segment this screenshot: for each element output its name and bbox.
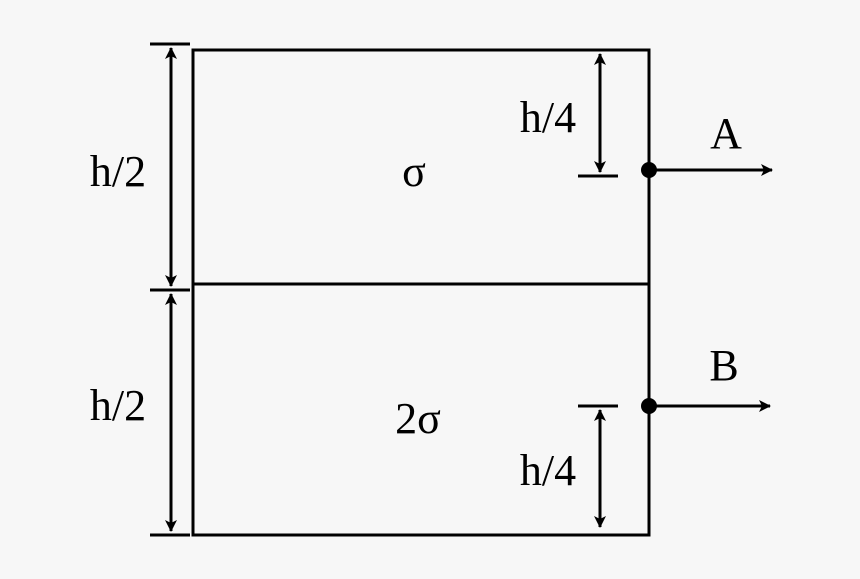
upper-quarter-label: h/4 [520,93,576,142]
upper-quarter-dimension [578,53,618,178]
lower-quarter-label: h/4 [520,446,576,495]
lower-half-dimension [150,293,190,537]
lower-quarter-dimension [578,404,618,528]
two-sigma-label: 2σ [395,394,441,443]
lower-half-label: h/2 [90,381,146,430]
outer-box [191,48,651,537]
point-a-label: A [710,109,742,158]
sigma-label: σ [402,147,426,196]
upper-half-dimension [150,42,190,292]
point-b-label: B [709,341,738,390]
upper-half-label: h/2 [90,147,146,196]
